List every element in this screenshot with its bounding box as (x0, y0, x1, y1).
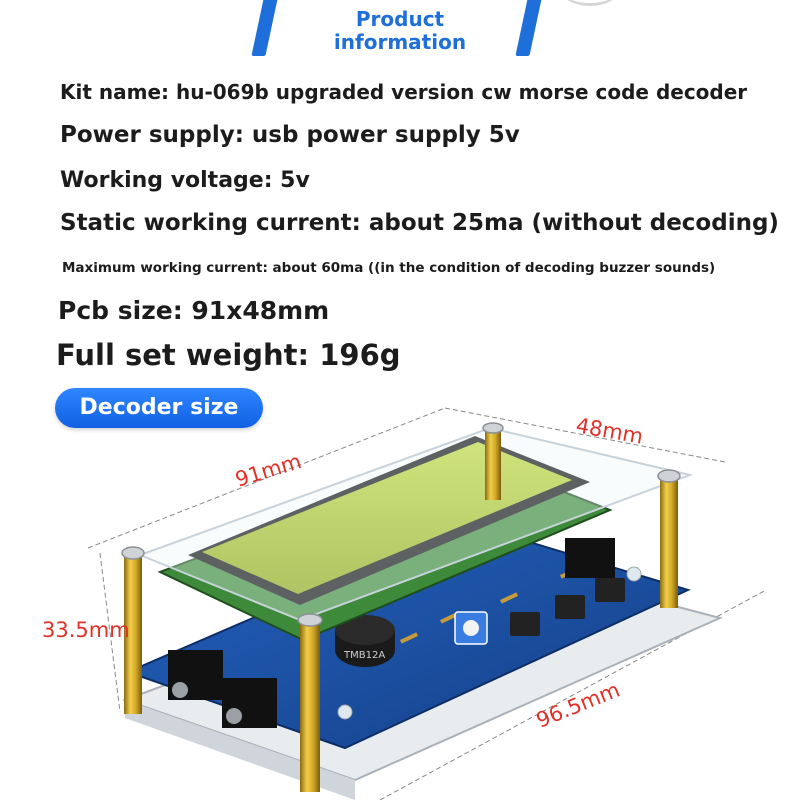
spec-weight: Full set weight: 196g (56, 338, 401, 372)
spec-max-current: Maximum working current: about 60ma ((in… (62, 260, 716, 276)
spec-working-voltage: Working voltage: 5v (60, 168, 310, 193)
brass-standoffs (124, 430, 678, 792)
header-decorative-arc (560, 0, 620, 6)
spec-pcb-size: Pcb size: 91x48mm (58, 296, 330, 325)
header-title: Product information (300, 8, 500, 54)
led (337, 704, 353, 720)
dimension-lines (87, 407, 767, 800)
dim-length-label: 91mm (232, 449, 304, 492)
dim-height-label: 33.5mm (42, 618, 130, 642)
spec-static-current: Static working current: about 25ma (with… (60, 210, 779, 236)
decoder-size-badge: Decoder size (55, 388, 263, 428)
header-accent-bar-left (251, 0, 279, 56)
header-accent-bar-right (515, 0, 543, 56)
audio-jacks (168, 538, 615, 728)
header-title-line2: information (333, 30, 467, 54)
spec-kit-name: Kit name: hu-069b upgraded version cw mo… (60, 80, 748, 104)
buzzer-label: TMB12A (343, 650, 385, 661)
dim-width-label: 48mm (574, 413, 645, 448)
header-title-line1: Product (355, 7, 445, 31)
spec-power-supply: Power supply: usb power supply 5v (60, 122, 520, 148)
lcd-screen (202, 442, 572, 594)
buzzer (335, 615, 395, 667)
screw-heads (121, 422, 681, 627)
product-photo: TMB12A 91mm 48mm 33.5mm 96.5mm (0, 400, 800, 800)
top-acrylic (137, 426, 694, 622)
push-buttons (510, 578, 625, 636)
